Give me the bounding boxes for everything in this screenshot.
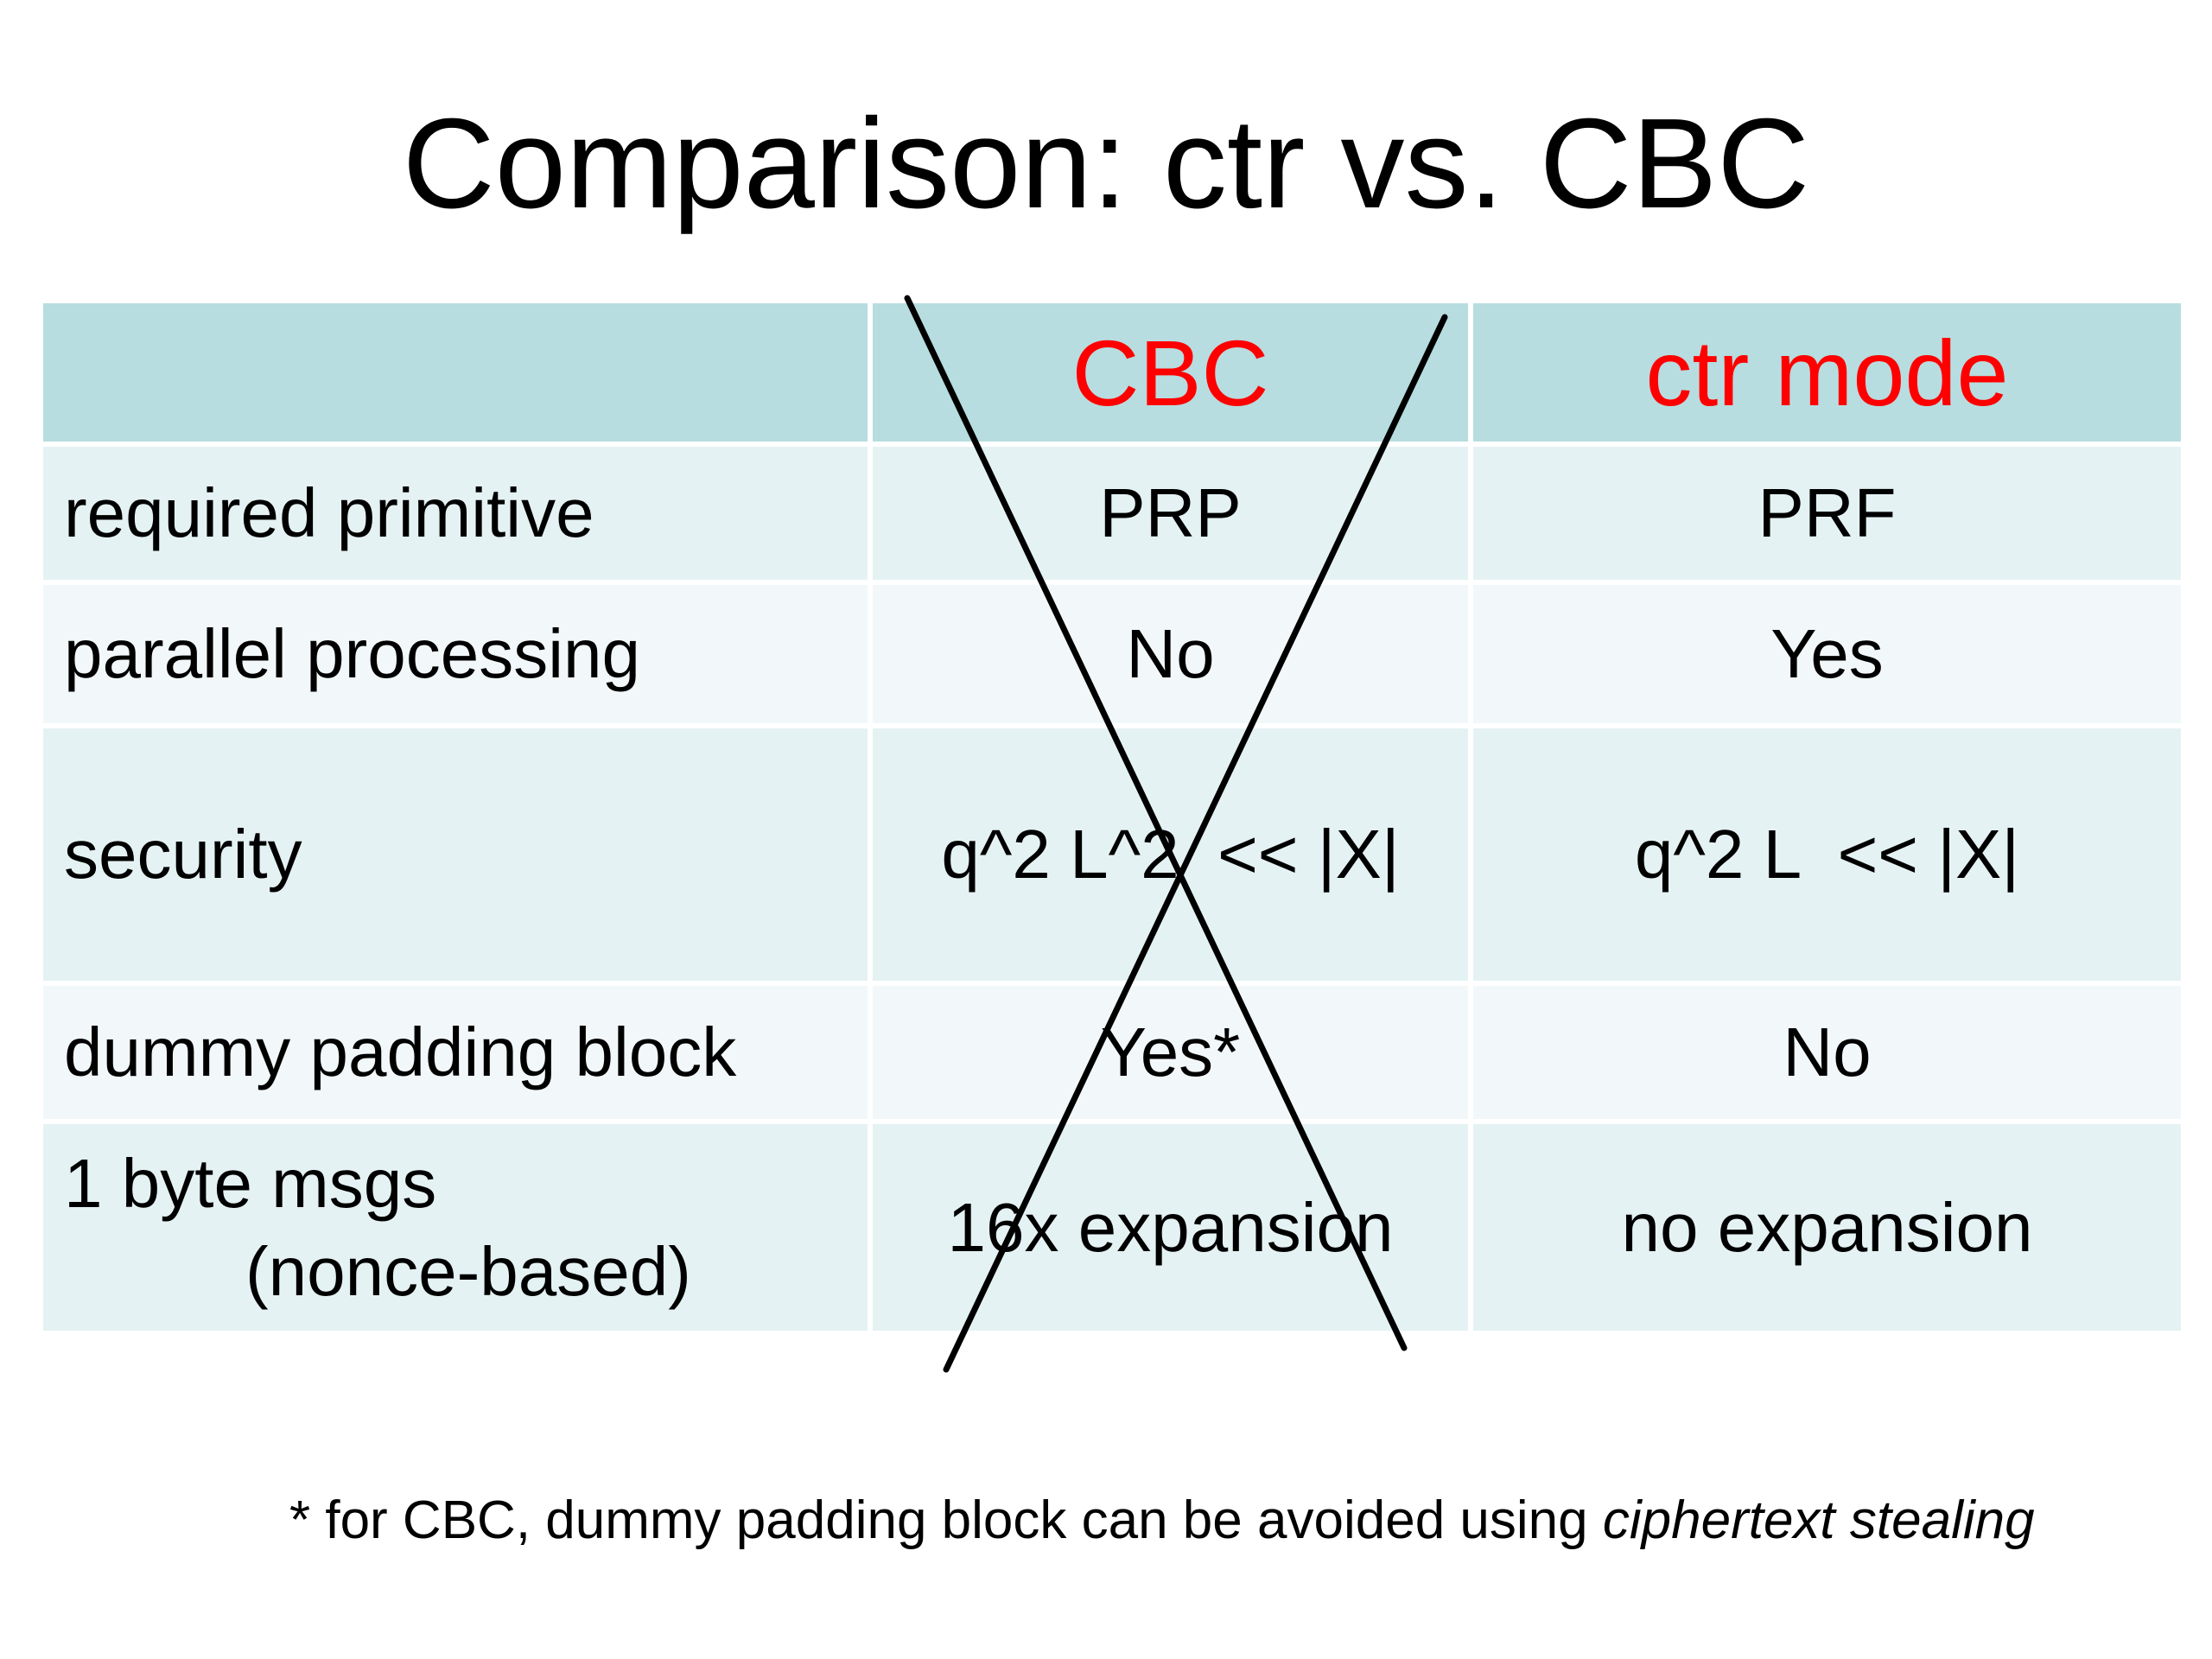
cbc-value: Yes* bbox=[868, 981, 1473, 1124]
ctr-value: PRF bbox=[1468, 442, 2186, 585]
cbc-value: 16x expansion bbox=[868, 1119, 1473, 1336]
ctr-value: no expansion bbox=[1468, 1119, 2186, 1336]
comparison-table: CBC ctr mode required primitive PRP PRF … bbox=[38, 298, 2186, 1336]
table-row: required primitive PRP PRF bbox=[38, 442, 2186, 585]
row-label: dummy padding block bbox=[38, 981, 873, 1124]
slide-title: Comparison: ctr vs. CBC bbox=[402, 92, 1810, 235]
table-header-row: CBC ctr mode bbox=[38, 298, 2186, 447]
ctr-value: Yes bbox=[1468, 580, 2186, 728]
row-label: 1 byte msgs bbox=[64, 1144, 437, 1222]
header-cbc: CBC bbox=[868, 298, 1473, 447]
footnote-text: * for CBC, dummy padding block can be av… bbox=[289, 1491, 1603, 1550]
table-row: parallel processing No Yes bbox=[38, 580, 2186, 728]
row-label-cell: 1 byte msgs (nonce-based) bbox=[38, 1119, 873, 1336]
cbc-value: No bbox=[868, 580, 1473, 728]
header-empty-cell bbox=[38, 298, 873, 447]
cbc-value: PRP bbox=[868, 442, 1473, 585]
cbc-value: q^2 L^2 << |X| bbox=[868, 723, 1473, 986]
row-label: required primitive bbox=[38, 442, 873, 585]
table-row: dummy padding block Yes* No bbox=[38, 981, 2186, 1124]
footnote-emphasis: ciphertext stealing bbox=[1602, 1491, 2035, 1550]
table-row: security q^2 L^2 << |X| q^2 L << |X| bbox=[38, 723, 2186, 986]
ctr-value: q^2 L << |X| bbox=[1468, 723, 2186, 986]
row-label: parallel processing bbox=[38, 580, 873, 728]
footnote: * for CBC, dummy padding block can be av… bbox=[289, 1486, 2035, 1555]
ctr-value: No bbox=[1468, 981, 2186, 1124]
row-sublabel: (nonce-based) bbox=[245, 1232, 691, 1310]
table-row: 1 byte msgs (nonce-based) 16x expansion … bbox=[38, 1119, 2186, 1336]
header-ctr-mode: ctr mode bbox=[1468, 298, 2186, 447]
row-label: security bbox=[38, 723, 873, 986]
